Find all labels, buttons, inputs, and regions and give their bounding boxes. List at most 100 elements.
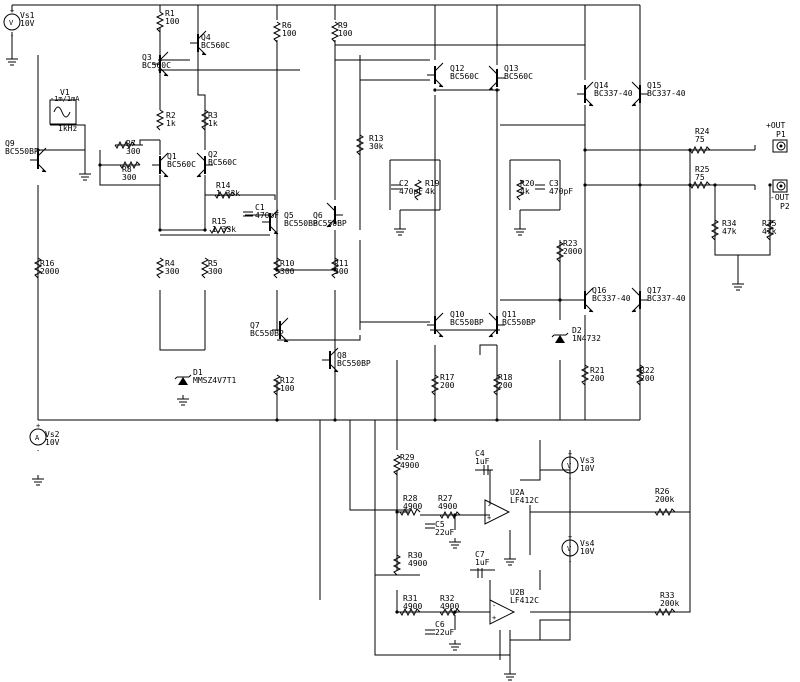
junction-dot	[36, 148, 40, 152]
resistor-ref: R8	[122, 165, 132, 174]
ground-icon	[449, 538, 461, 549]
source-ref: Vs4	[580, 539, 595, 548]
resistor-value: 1.33k	[216, 189, 240, 198]
capacitor-ref: C4	[475, 449, 485, 458]
resistor-value: 4900	[403, 502, 422, 511]
resistor-ref: R24	[695, 127, 710, 136]
junction-dot	[333, 418, 337, 422]
resistor-symbol	[33, 257, 43, 279]
resistor-ref: R5	[208, 259, 218, 268]
transistor-ref: Q9	[5, 139, 15, 148]
transistor-q4	[190, 30, 207, 56]
transistor-ref: Q8	[337, 351, 347, 360]
resistor-r9	[330, 21, 340, 43]
transistor-q16	[577, 287, 594, 313]
resistor-r18	[492, 374, 502, 396]
resistor-symbol	[439, 510, 461, 520]
resistor-r31	[399, 607, 421, 617]
resistor-r12	[272, 374, 282, 396]
transistor-q9	[30, 147, 47, 173]
resistor-symbol	[155, 257, 165, 279]
transistor-value: BC550BP	[284, 219, 318, 228]
resistor-r23	[555, 241, 565, 263]
junction-dot	[583, 148, 587, 152]
ground-icon	[32, 475, 44, 486]
resistor-r27	[439, 510, 461, 520]
resistor-r22	[635, 364, 645, 386]
sine-wave-icon	[53, 106, 71, 118]
capacitor-c6	[425, 629, 435, 635]
resistor-r1	[155, 11, 165, 33]
resistor-symbol	[330, 257, 340, 279]
transistor-emitter-arrow	[202, 52, 206, 55]
transistor-leads	[631, 81, 648, 107]
transistor-emitter-arrow	[42, 169, 46, 172]
port-symbol	[776, 141, 786, 151]
resistor-symbol	[515, 179, 525, 201]
resistor-ref: R30	[408, 551, 423, 560]
transistor-ref: Q12	[450, 64, 465, 73]
transistor-emitter-arrow	[589, 309, 593, 312]
source-v1	[49, 99, 77, 125]
capacitor-c7	[477, 568, 483, 578]
source-ref: Vs2	[45, 430, 60, 439]
minus-sign: -	[568, 475, 572, 483]
source-value: 10V	[580, 464, 595, 473]
junction-dot	[333, 268, 337, 272]
resistor-value: 300	[334, 267, 349, 276]
components: V+-Vs110VA+-Vs210VV+-Vs310VV+-Vs410VV1-1…	[3, 7, 790, 637]
transistor-value: BC550BP	[450, 318, 484, 327]
transistor-emitter-arrow	[489, 87, 493, 90]
ground-icon	[394, 225, 406, 236]
transistor-ref: Q5	[284, 211, 294, 220]
capacitor-c5	[425, 523, 435, 529]
resistor-symbol	[399, 607, 421, 617]
resistor-symbol	[654, 507, 676, 517]
resistor-ref: R12	[280, 376, 295, 385]
transistor-leads	[190, 30, 207, 56]
ground-icon	[6, 55, 18, 66]
transistor-value: BC550BP	[502, 318, 536, 327]
diode-value: 1N4732	[572, 334, 601, 343]
resistor-r7	[114, 140, 136, 150]
port-ref: P2	[780, 202, 790, 211]
resistor-value: 100	[282, 29, 297, 38]
resistor-value: 4k	[425, 187, 435, 196]
resistor-symbol	[430, 374, 440, 396]
transistor-ref: Q11	[502, 310, 517, 319]
transistor-value: BC550BP	[337, 359, 371, 368]
capacitor-ref: C3	[549, 179, 559, 188]
transistor-value: BC560C	[208, 158, 237, 167]
plus-sign: +	[10, 7, 14, 15]
opamp-value: LF412C	[510, 596, 539, 605]
resistor-symbol	[119, 160, 141, 170]
transistor-value: BC550BP	[313, 219, 347, 228]
transistor-emitter-arrow	[164, 73, 168, 76]
resistor-symbol	[355, 134, 365, 156]
diode-bar	[551, 332, 569, 338]
resistor-r3	[200, 109, 210, 131]
transistor-leads	[631, 287, 648, 313]
capacitor-ref: C2	[399, 179, 409, 188]
source-symbol	[561, 539, 579, 557]
transistor-value: BC560C	[167, 160, 196, 169]
source-ref: V1	[60, 88, 70, 97]
capacitor-ref: C5	[435, 520, 445, 529]
junction-dot	[495, 418, 499, 422]
source-value: 10V	[45, 438, 60, 447]
transistor-emitter-arrow	[274, 231, 278, 234]
resistor-ref: R18	[498, 373, 513, 382]
resistor-value: 4900	[403, 602, 422, 611]
transistor-value: BC560C	[142, 61, 171, 70]
port-p2	[772, 179, 788, 193]
ground-icon	[504, 555, 516, 566]
plus-sign: +	[568, 450, 572, 458]
resistor-value: 4900	[438, 502, 457, 511]
transistor-ref: Q15	[647, 81, 662, 90]
minus-sign: -	[568, 558, 572, 566]
junction-dot	[713, 183, 717, 187]
junction-dot	[395, 610, 399, 614]
transistor-value: BC560C	[201, 41, 230, 50]
opamp-u2a: -+	[484, 499, 511, 525]
resistor-value: 100	[338, 29, 353, 38]
